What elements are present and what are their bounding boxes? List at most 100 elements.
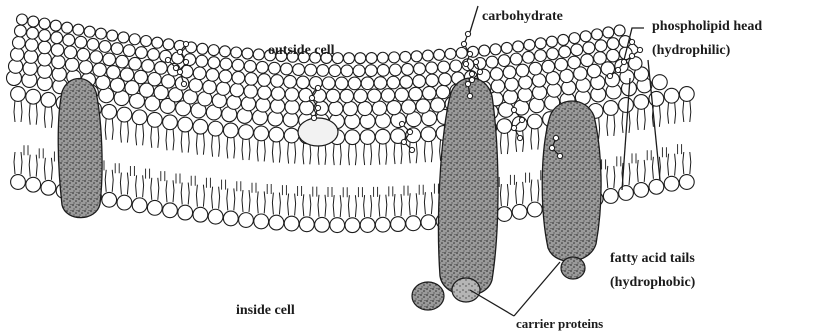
phospholipid-head xyxy=(155,62,168,75)
phospholipid-head xyxy=(268,62,280,74)
phospholipid-head xyxy=(135,47,147,59)
phospholipid-head xyxy=(258,74,271,87)
fatty-acid-tail xyxy=(212,187,220,209)
phospholipid-head xyxy=(63,34,75,46)
phospholipid-head xyxy=(11,175,26,190)
fatty-acid-tail xyxy=(348,195,356,217)
fatty-acid-tail xyxy=(181,131,189,153)
sugar-unit xyxy=(465,31,470,36)
phospholipid-head xyxy=(284,75,297,88)
phospholipid-head xyxy=(206,69,219,82)
phospholipid-head xyxy=(95,28,106,39)
sugar-unit xyxy=(519,117,524,122)
phospholipid-head xyxy=(387,76,400,89)
phospholipid-head xyxy=(503,90,517,104)
phospholipid-head xyxy=(527,114,542,129)
sugar-unit xyxy=(557,153,562,158)
phospholipid-head xyxy=(239,125,254,140)
fatty-acid-tail xyxy=(151,126,159,148)
phospholipid-head xyxy=(11,48,24,61)
fatty-acid-tail xyxy=(257,191,265,213)
fatty-acid-tail xyxy=(227,188,235,210)
peripheral-protein-bottom xyxy=(452,278,480,302)
phospholipid-head xyxy=(450,60,462,72)
phospholipid-head xyxy=(326,89,339,102)
fatty-acid-tail xyxy=(333,143,341,165)
phospholipid-head xyxy=(208,121,223,136)
phospholipid-head xyxy=(41,92,56,107)
phospholipid-head xyxy=(77,48,90,61)
fatty-acid-tail xyxy=(389,186,393,196)
sugar-unit xyxy=(469,71,474,76)
phospholipid-head xyxy=(400,76,413,89)
sugar-unit xyxy=(511,107,516,112)
sugar-unit xyxy=(315,85,320,90)
inside-cell-label: inside cell xyxy=(236,303,295,318)
phospholipid-head xyxy=(39,18,50,29)
phospholipid-head xyxy=(389,52,400,63)
phospholipid-head xyxy=(208,57,220,69)
fatty-acid-tail xyxy=(632,153,636,163)
sugar-unit xyxy=(467,93,472,98)
phospholipid-head xyxy=(102,104,117,119)
phospholipid-head xyxy=(220,58,232,70)
phospholipid-head xyxy=(614,25,625,36)
phospholipid-head xyxy=(62,22,73,33)
phospholipid-head xyxy=(518,88,532,102)
phospholipid-head xyxy=(501,42,512,53)
fatty-acid-tails-label: fatty acid tails xyxy=(610,251,695,266)
phospholipid-head xyxy=(231,47,242,58)
sugar-unit xyxy=(181,81,186,86)
fatty-acid-tail xyxy=(394,194,402,216)
phospholipid-head xyxy=(107,66,120,79)
phospholipid-head xyxy=(411,51,422,62)
fatty-acid-tail xyxy=(637,108,645,130)
phospholipid-head xyxy=(439,73,452,86)
phospholipid-head xyxy=(244,60,256,72)
phospholipid-head xyxy=(479,45,490,56)
phospholipid-head xyxy=(38,41,51,54)
phospholipid-head xyxy=(366,53,377,64)
phospholipid-head xyxy=(513,41,524,52)
phospholipid-head xyxy=(516,64,529,77)
phospholipid-head xyxy=(434,49,445,60)
sugar-unit xyxy=(311,115,316,120)
phospholipid-head xyxy=(313,89,326,102)
phospholipid-head xyxy=(375,217,390,232)
fatty-acid-tail xyxy=(151,178,159,200)
phospholipid-head xyxy=(254,126,269,141)
phospholipid-head xyxy=(223,123,238,138)
fatty-acid-tail xyxy=(105,118,113,140)
phospholipid-head xyxy=(90,51,103,64)
fatty-acid-tail xyxy=(252,183,256,193)
fatty-acid-tail xyxy=(318,195,326,217)
fatty-acid-tail xyxy=(120,121,128,143)
phospholipid-head xyxy=(162,75,175,88)
phospholipid-head xyxy=(421,127,436,142)
phospholipid-head xyxy=(546,36,557,47)
sugar-unit xyxy=(621,59,626,64)
phospholipid-head xyxy=(232,59,244,71)
phospholipid-head xyxy=(401,100,415,114)
outside-cell-label: outside cell xyxy=(268,43,335,58)
phospholipid-head xyxy=(27,27,39,39)
phospholipid-head xyxy=(118,32,129,43)
phospholipid-head xyxy=(285,100,299,114)
phospholipid-head xyxy=(679,175,694,190)
phospholipid-head xyxy=(256,98,270,112)
fatty-acid-tail xyxy=(647,150,651,160)
fatty-acid-tail xyxy=(683,152,691,174)
phospholipid-head xyxy=(571,44,583,56)
phospholipid-head xyxy=(406,216,421,231)
fatty-acid-tail xyxy=(404,186,408,196)
phospholipid-head xyxy=(129,57,142,70)
phospholipid-head xyxy=(374,77,387,90)
phospholipid-head xyxy=(445,48,456,59)
fatty-acid-tail xyxy=(146,169,150,179)
sugar-unit xyxy=(553,135,558,140)
phospholipid-head xyxy=(132,110,147,125)
phospholipid-head xyxy=(519,76,532,89)
sugar-unit xyxy=(607,73,612,78)
phospholipid-head xyxy=(595,40,607,52)
fatty-acid-tail xyxy=(637,160,645,182)
